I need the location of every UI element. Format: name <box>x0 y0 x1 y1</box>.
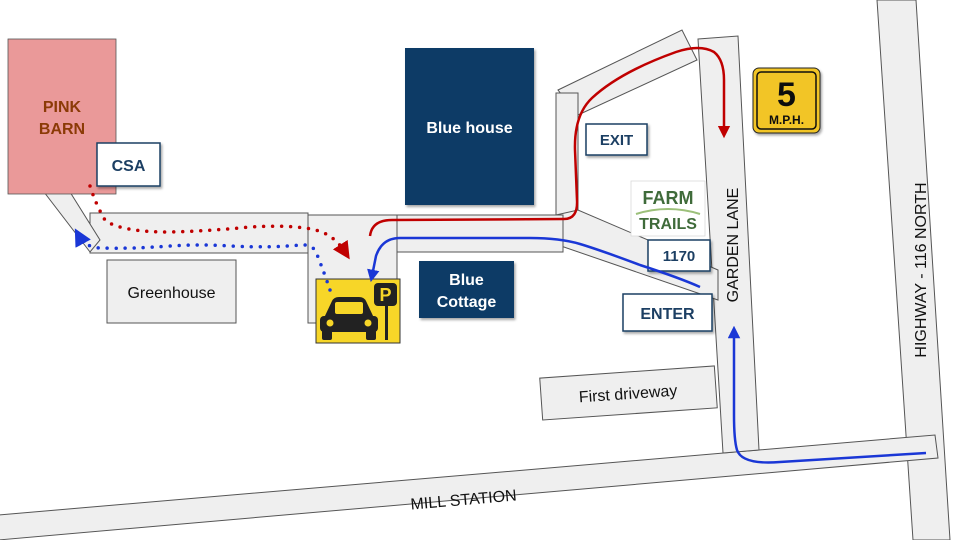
blue-cottage-label-2: Cottage <box>437 294 497 311</box>
mill-station-road <box>0 434 939 540</box>
address-sign <box>647 239 711 272</box>
address-label: 1170 <box>663 248 696 265</box>
main-driveway-road <box>396 214 564 253</box>
pink-barn-label-2: BARN <box>39 121 85 138</box>
enter-sign <box>622 293 713 332</box>
first-driveway-sign: First driveway <box>539 365 718 421</box>
speed-limit-sign-icon: 5 M.P.H. <box>752 67 821 134</box>
exit-sign <box>585 123 648 156</box>
exit-route-line <box>368 46 731 237</box>
csa-sign <box>96 142 161 187</box>
pink-barn-label: PINK <box>43 99 82 116</box>
speed-limit-value: 5 <box>777 76 796 114</box>
car-parking-icon: P <box>315 278 401 344</box>
highway-116-road <box>876 0 951 540</box>
blue-cottage-label: Blue <box>449 272 484 289</box>
garden-lane-label: GARDEN LANE <box>725 188 742 303</box>
highway-label: HIGHWAY - 116 NORTH <box>913 182 930 357</box>
farm-trails-line1: FARM <box>643 188 694 208</box>
speed-limit-unit: M.P.H. <box>769 113 804 127</box>
enter-label: ENTER <box>640 306 695 323</box>
garden-lane-road <box>697 35 760 454</box>
greenhouse-label: Greenhouse <box>127 285 215 302</box>
enter-route-line <box>727 325 927 464</box>
exit-route <box>88 46 731 260</box>
greenhouse-building <box>106 259 237 324</box>
blue-house-label: Blue house <box>426 120 512 137</box>
csa-label: CSA <box>112 158 146 175</box>
blue-house-building <box>405 48 534 205</box>
enter-route <box>74 228 927 464</box>
blue-cottage-building <box>419 261 514 318</box>
first-driveway-label: First driveway <box>578 383 678 407</box>
parking-letter: P <box>379 285 391 305</box>
farm-trails-line2: TRAILS <box>639 216 697 233</box>
farm-trails-logo-icon: FARM TRAILS <box>630 180 706 237</box>
exit-dotted-route <box>88 184 350 260</box>
enter-route-line-2 <box>367 236 701 289</box>
exit-label: EXIT <box>600 132 633 149</box>
greenhouse-path <box>89 212 309 254</box>
